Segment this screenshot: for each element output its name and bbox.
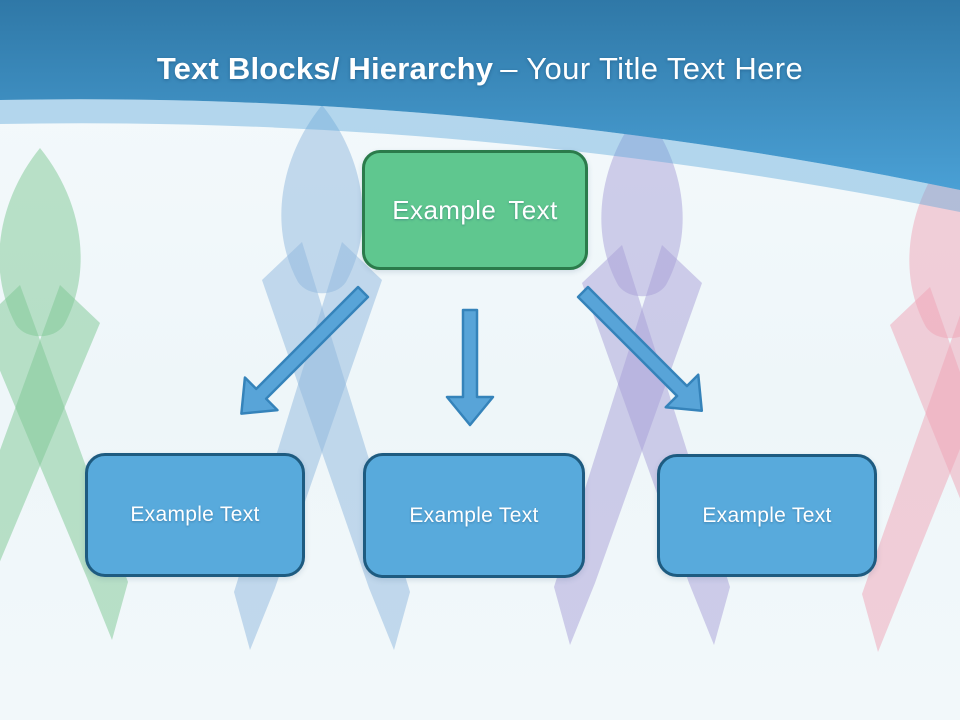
child-node-2: Example Text: [363, 453, 585, 578]
arrow-down-right-icon: [576, 285, 704, 413]
slide-title-regular-part: – Your Title Text Here: [500, 51, 804, 86]
slide-title-bold-part: Text Blocks/ Hierarchy: [156, 51, 494, 86]
child-node-1: Example Text: [85, 453, 305, 577]
child-node-1-label: Example Text: [130, 503, 260, 526]
header-banner: [0, 0, 960, 190]
root-node-label: Example Text: [392, 194, 558, 225]
header-arc-band: [0, 99, 960, 212]
child-node-3-label: Example Text: [702, 503, 832, 527]
root-node: Example Text: [362, 150, 588, 270]
connector-arrows: [240, 285, 704, 427]
child-node-3: Example Text: [657, 454, 877, 577]
arrow-down-icon: [445, 308, 495, 427]
awareness-ribbon-pink-icon: [862, 150, 960, 652]
arrow-down-left-icon: [240, 285, 370, 415]
slide-title: Text Blocks/ Hierarchy– Your Title Text …: [0, 51, 960, 86]
child-node-2-label: Example Text: [409, 503, 539, 527]
